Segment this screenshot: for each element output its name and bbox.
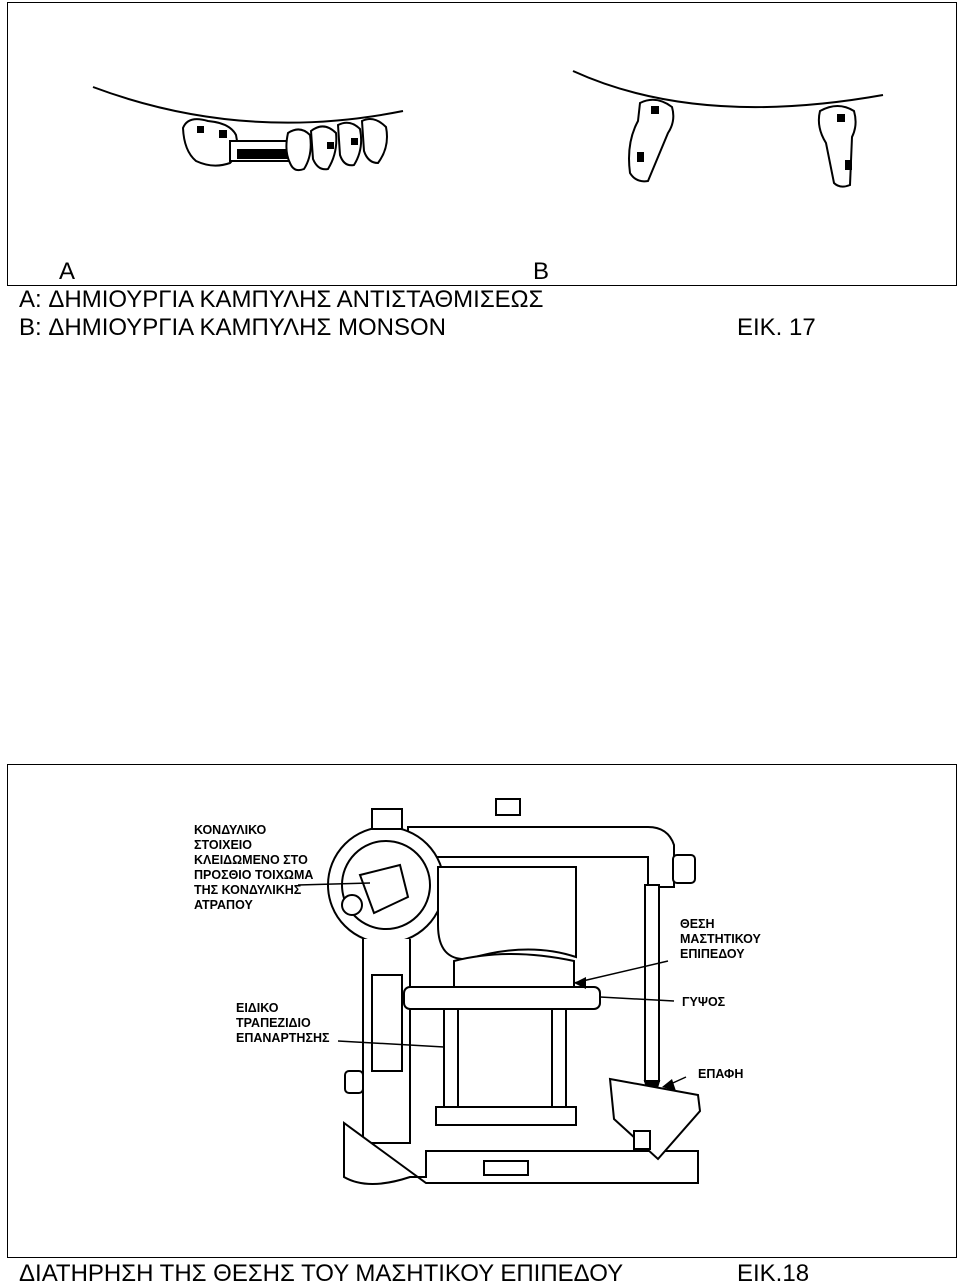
incisal-table-drawing	[608, 1077, 702, 1161]
figure-17-illustration	[92, 70, 884, 188]
articulator-illustration	[297, 798, 702, 1185]
label-mounting-plate: ΕΙΔΙΚΟ ΤΡΑΠΕΖΙΔΙΟ ΕΠΑΝΑΡΤΗΣΗΣ	[236, 1001, 330, 1045]
label-condylar-element: ΚΟΝΔΥΛΙΚΟ ΣΤΟΙΧΕΙΟ ΚΛΕΙΔΩΜΕΝΟ ΣΤΟ ΠΡΟΣΘΙ…	[194, 823, 314, 912]
upper-arm-drawing	[407, 826, 675, 888]
figure-17-caption-b: B: ΔΗΜΙΟΥΡΓΙΑ ΚΑΜΠΥΛΗΣ MONSON	[19, 314, 446, 341]
figure-17-frame: A B	[7, 2, 957, 286]
figure-18-caption: ΔΙΑΤΗΡΗΣΗ ΤΗΣ ΘΕΣΗΣ ΤΟΥ ΜΑΣΗΤΙΚΟΥ ΕΠΙΠΕΔ…	[19, 1260, 624, 1287]
plaster-cast-drawing	[437, 866, 577, 961]
figure-17-number: ΕΙΚ. 17	[737, 314, 816, 341]
label-contact: ΕΠΑΦΗ	[698, 1067, 744, 1081]
mounting-plate-drawing	[403, 986, 601, 1010]
figure-17-label-a: A	[59, 258, 76, 285]
teeth-group-b-drawing	[628, 98, 857, 188]
label-occlusal-plane: ΘΕΣΗ ΜΑΣΤΗΤΙΚΟΥ ΕΠΙΠΕΔΟΥ	[680, 917, 761, 961]
figure-18-number: ΕΙΚ.18	[737, 1260, 810, 1287]
base-drawing	[343, 1121, 699, 1185]
compensating-curve-line	[92, 86, 404, 124]
incisal-pin-drawing	[644, 884, 660, 1082]
teeth-group-a-drawing	[181, 118, 388, 172]
label-leader-lines	[297, 882, 687, 1088]
figure-18-frame: ΚΟΝΔΥΛΙΚΟ ΣΤΟΙΧΕΙΟ ΚΛΕΙΔΩΜΕΝΟ ΣΤΟ ΠΡΟΣΘΙ…	[7, 764, 957, 1258]
monson-curve-line	[572, 70, 884, 109]
upper-knob-drawing	[495, 798, 521, 816]
figure-17-caption-a: A: ΔΗΜΙΟΥΡΓΙΑ ΚΑΜΠΥΛΗΣ ΑΝΤΙΣΤΑΘΜΙΣΕΩΣ	[19, 286, 544, 313]
label-plaster: ΓΥΨΟΣ	[682, 995, 726, 1009]
figure-17-label-b: B	[533, 258, 550, 285]
